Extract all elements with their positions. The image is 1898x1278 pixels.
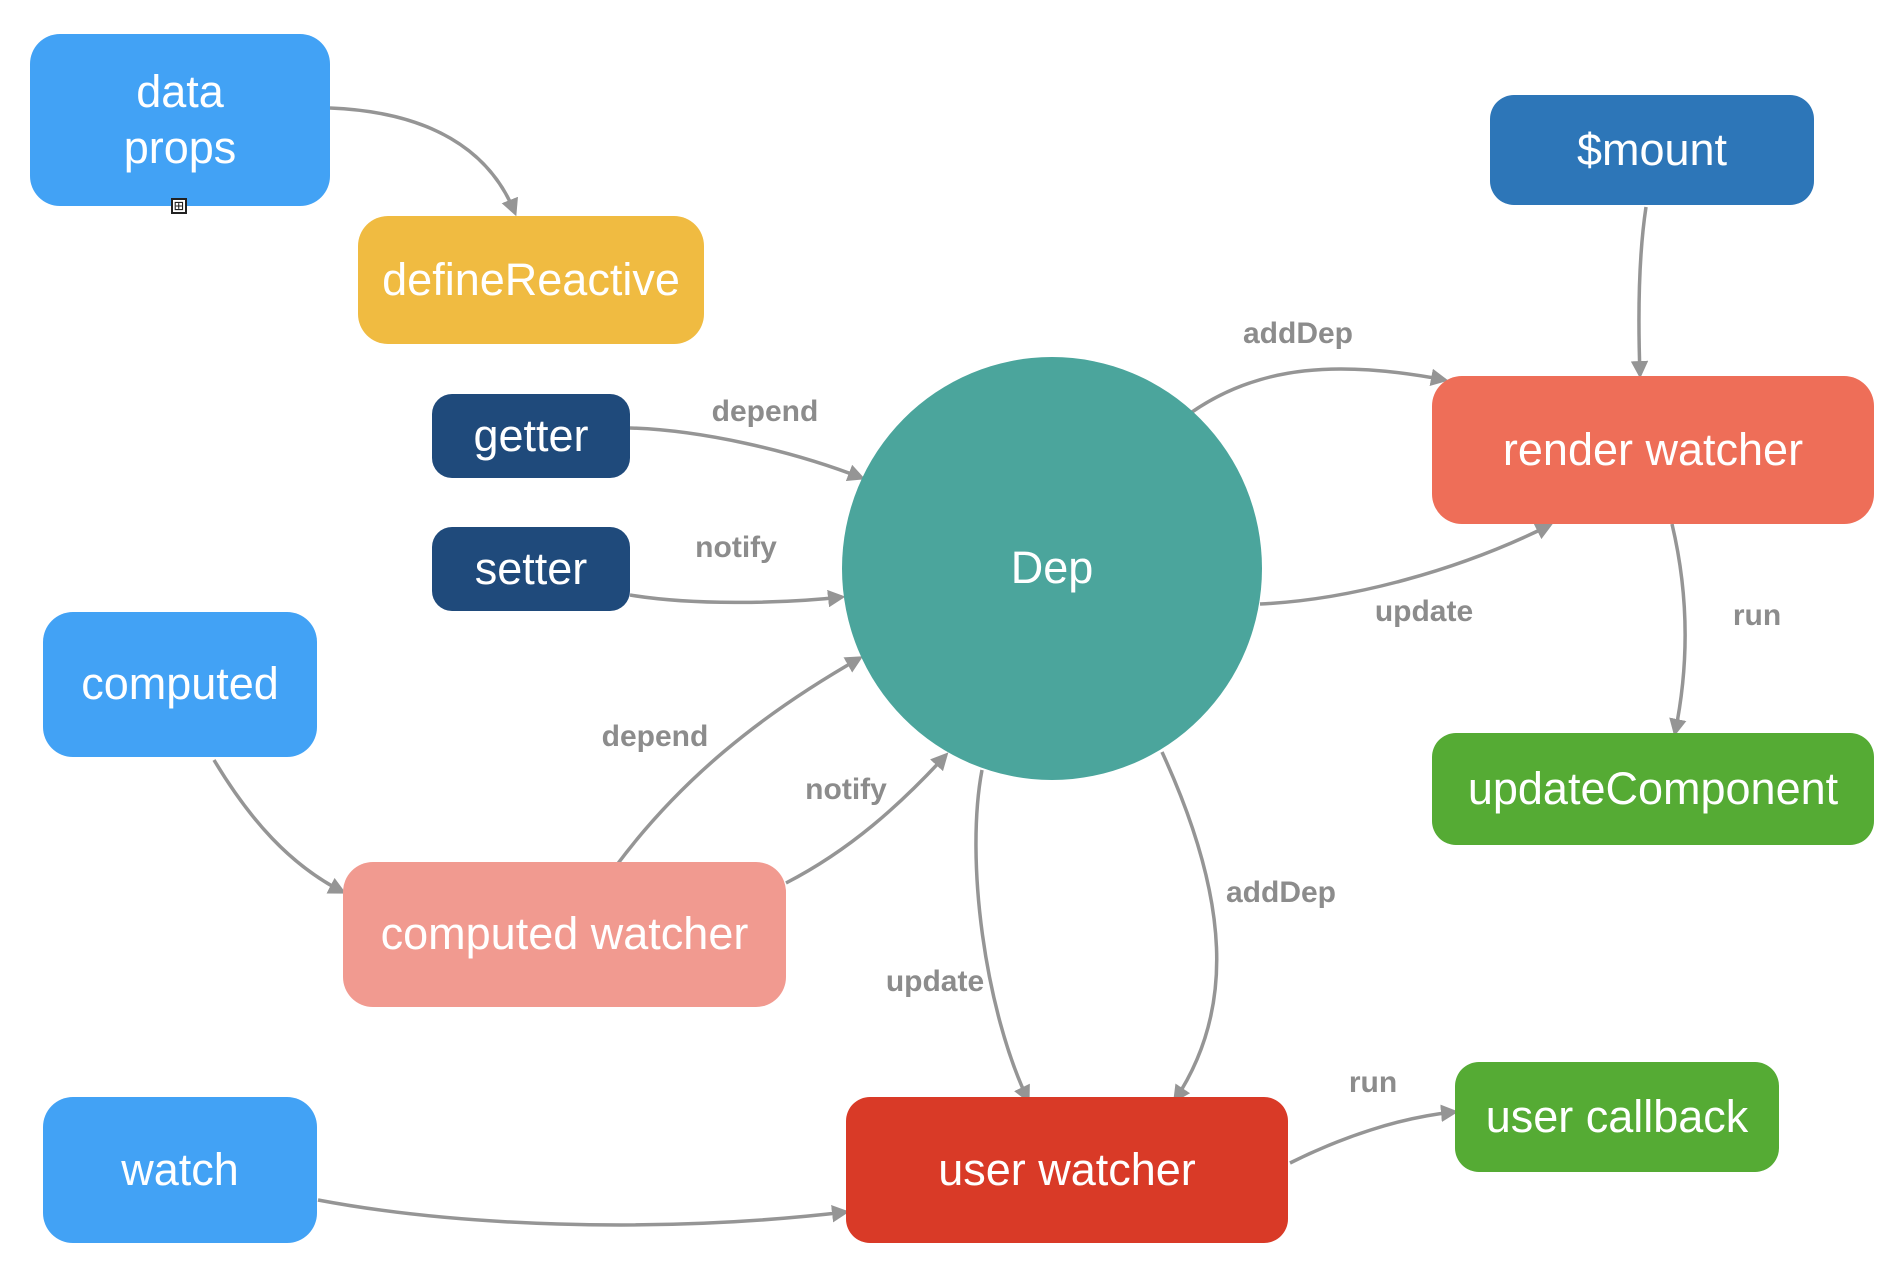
node-update-component-label: updateComponent [1467,762,1839,814]
edge-setter-dep [629,589,846,608]
edge-computed-computedwatcher [212,759,347,894]
edge-computedwatcher-dep-notify [785,752,949,885]
edge-renderwatcher-updatecomponent [1669,523,1687,737]
node-computed-label: computed [81,658,279,710]
edge-dataprops-definereactive [329,106,518,217]
edge-label-getter-depend: depend [711,395,819,428]
edge-label-computedwatcher-notify: notify [805,773,887,806]
edge-dep-userwatcher-update [974,769,1030,1104]
edge-dep-userwatcher-adddep [1160,751,1219,1103]
edge-dep-renderwatcher-update [1259,523,1554,606]
node-define-reactive[interactable]: defineReactive [358,216,704,344]
edge-label-setter-notify: notify [695,531,777,564]
node-setter-label: setter [474,542,588,594]
node-mount[interactable]: $mount [1490,95,1814,205]
edge-label-user-run: run [1348,1066,1398,1099]
edge-watch-userwatcher [317,1198,850,1227]
node-dep[interactable]: Dep [842,357,1262,780]
node-mount-label: $mount [1576,123,1728,175]
expand-icon[interactable]: ⊞ [171,198,187,214]
node-update-component[interactable]: updateComponent [1432,733,1874,845]
node-user-callback-label: user callback [1485,1090,1749,1142]
node-dep-label: Dep [1010,542,1094,594]
node-user-watcher-label: user watcher [938,1143,1196,1195]
node-define-reactive-label: defineReactive [382,253,680,305]
edge-getter-dep [629,426,866,482]
node-watch[interactable]: watch [43,1097,317,1243]
edge-label-dep-user-update: update [885,965,985,998]
edge-computedwatcher-dep-depend [614,656,864,868]
node-render-watcher-label: render watcher [1502,423,1804,475]
node-computed-watcher-label: computed watcher [380,908,749,960]
node-render-watcher[interactable]: render watcher [1432,376,1874,524]
edge-label-dep-render-update: update [1374,595,1474,628]
node-data-props-label: data props [123,65,237,173]
node-user-callback[interactable]: user callback [1455,1062,1779,1172]
node-user-watcher[interactable]: user watcher [846,1097,1288,1243]
node-getter[interactable]: getter [432,394,630,478]
node-computed[interactable]: computed [43,612,317,757]
edge-label-render-run: run [1732,599,1782,632]
node-setter[interactable]: setter [432,527,630,611]
node-getter-label: getter [473,409,589,461]
edge-label-dep-render-adddep: addDep [1242,317,1354,350]
edge-userwatcher-usercallback [1289,1104,1459,1165]
node-data-props[interactable]: data props [30,34,330,206]
edge-label-computedwatcher-depend: depend [601,720,709,753]
edge-label-dep-user-adddep: addDep [1225,876,1337,909]
edge-dep-renderwatcher-adddep [1191,367,1449,414]
node-watch-label: watch [121,1143,239,1195]
edge-mount-renderwatcher [1630,206,1649,379]
node-computed-watcher[interactable]: computed watcher [343,862,786,1007]
